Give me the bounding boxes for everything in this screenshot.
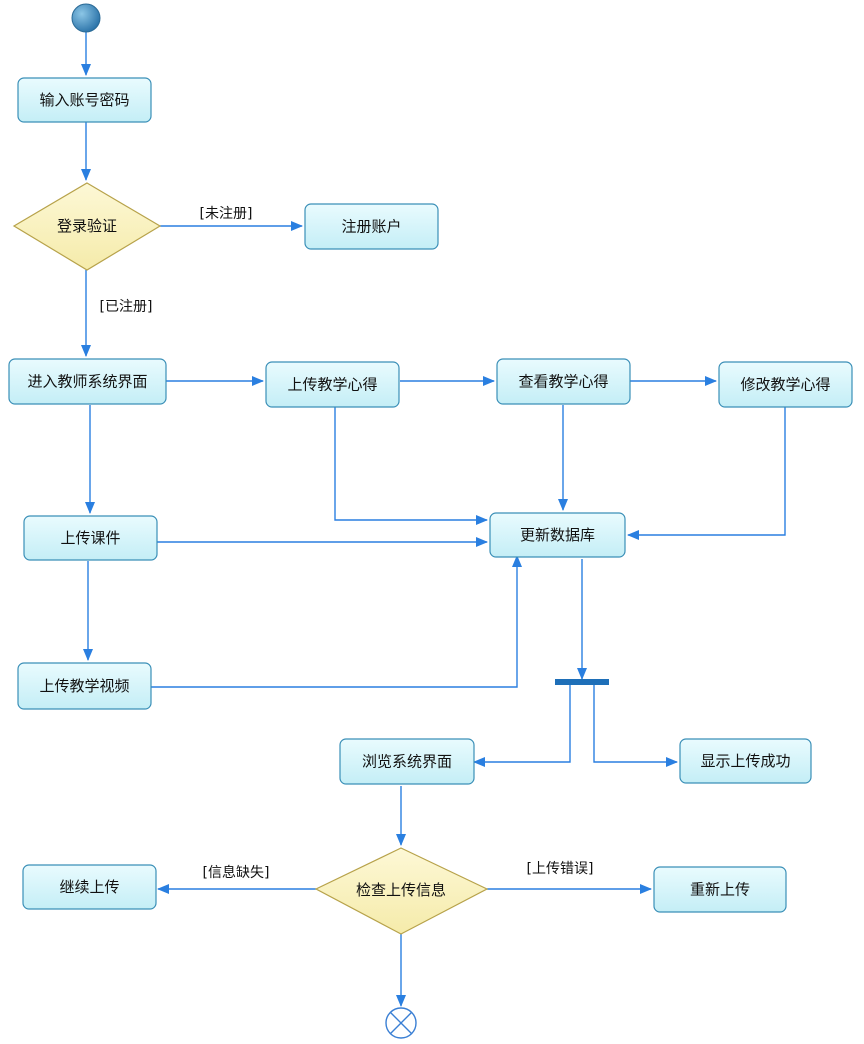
node-teacher-home-label: 进入教师系统界面 [27, 373, 147, 391]
node-upload-experience[interactable]: 上传教学心得 [265, 361, 400, 408]
node-upload-experience-label: 上传教学心得 [287, 376, 377, 394]
initial-node [71, 3, 101, 33]
node-reupload-label: 重新上传 [690, 881, 750, 899]
node-continue-upload[interactable]: 继续上传 [22, 864, 157, 910]
decision-login-check-label: 登录验证 [57, 217, 117, 235]
node-reupload[interactable]: 重新上传 [653, 866, 787, 913]
node-browse-ui[interactable]: 浏览系统界面 [339, 738, 475, 785]
guard-registered: [已注册] [100, 299, 153, 315]
edge-edit-experience-to-database [627, 407, 786, 540]
edges [81, 32, 786, 1007]
node-show-success[interactable]: 显示上传成功 [679, 738, 812, 784]
node-edit-experience-label: 修改教学心得 [740, 376, 830, 394]
decision-login-check[interactable]: 登录验证 [12, 182, 162, 271]
node-register-account-label: 注册账户 [341, 218, 401, 236]
node-view-experience[interactable]: 查看教学心得 [496, 358, 631, 405]
guard-not-registered: [未注册] [200, 206, 253, 222]
decision-check-upload-label: 检查上传信息 [356, 881, 446, 899]
node-input-account-label: 输入账号密码 [39, 91, 129, 109]
edge-fork-to-success [593, 684, 678, 767]
edge-fork-to-browse [473, 684, 571, 767]
node-upload-courseware[interactable]: 上传课件 [23, 515, 158, 561]
node-update-database-label: 更新数据库 [520, 526, 595, 544]
node-input-account[interactable]: 输入账号密码 [17, 77, 152, 123]
node-update-database[interactable]: 更新数据库 [489, 512, 626, 558]
guard-upload-error: [上传错误] [527, 861, 594, 877]
edge-video-to-database [151, 555, 522, 688]
node-teacher-home[interactable]: 进入教师系统界面 [8, 358, 167, 405]
guard-info-missing: [信息缺失] [203, 864, 270, 881]
final-node [385, 1007, 417, 1039]
node-edit-experience[interactable]: 修改教学心得 [718, 361, 853, 408]
node-upload-video-label: 上传教学视频 [39, 677, 129, 695]
node-register-account[interactable]: 注册账户 [304, 203, 439, 250]
node-upload-courseware-label: 上传课件 [60, 529, 120, 547]
node-upload-video[interactable]: 上传教学视频 [17, 662, 152, 710]
node-browse-ui-label: 浏览系统界面 [362, 753, 452, 771]
fork-bar [555, 679, 609, 685]
node-continue-upload-label: 继续上传 [59, 878, 119, 896]
edge-upload-experience-to-database [334, 407, 488, 525]
node-view-experience-label: 查看教学心得 [518, 373, 608, 391]
decision-check-upload[interactable]: 检查上传信息 [314, 847, 489, 935]
node-show-success-label: 显示上传成功 [700, 752, 790, 770]
